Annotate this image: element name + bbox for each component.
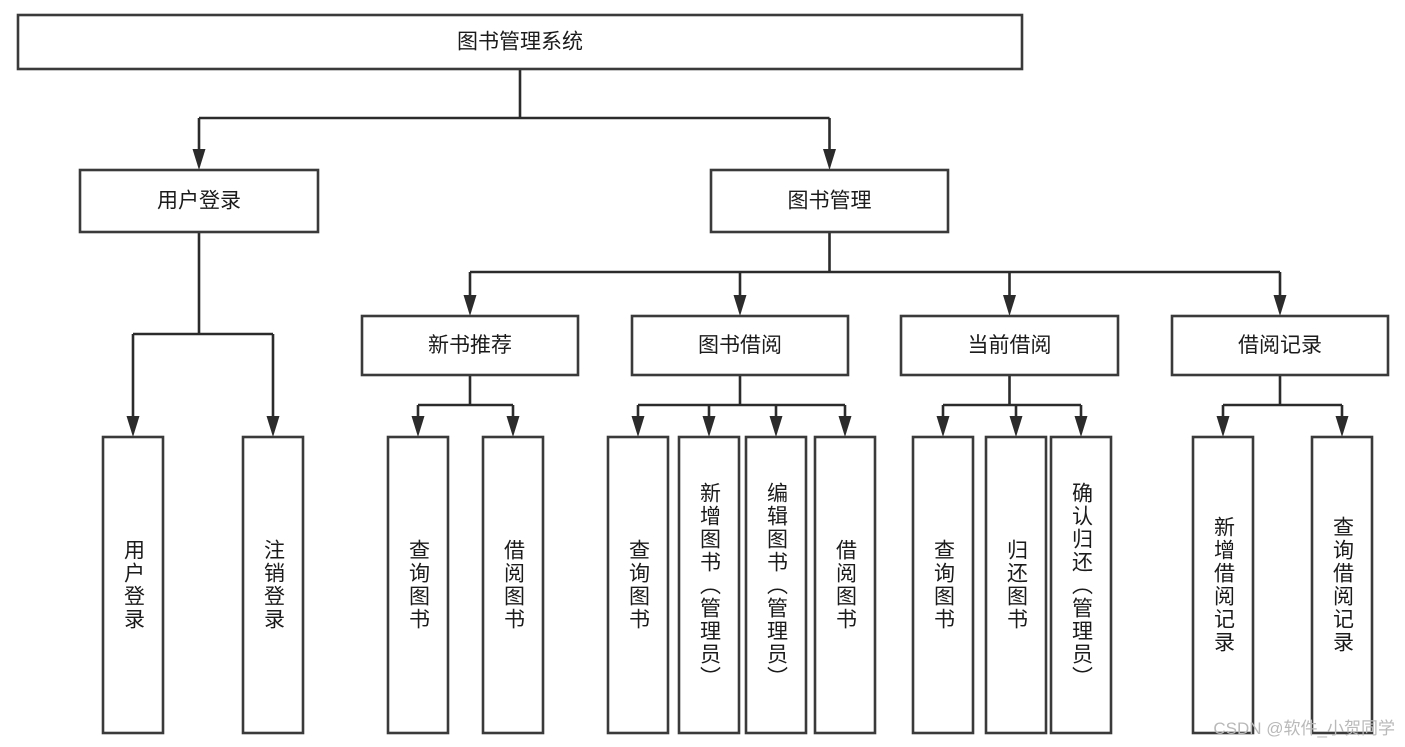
node-text-leaf-add-borrow-record: 新增借阅记录 [1211, 516, 1235, 654]
node-leaf-query-borrow-record[interactable]: 查询借阅记录 [1310, 435, 1374, 735]
connector-arrowhead [1216, 416, 1230, 437]
connector-arrowhead [1074, 416, 1088, 437]
node-leaf-user-logout[interactable]: 注销登录 [241, 435, 305, 735]
node-label-wrap-leaf-query-book-recommend: 查询图书 [406, 539, 430, 631]
node-box-leaf-add-borrow-record [1191, 435, 1255, 735]
node-text-leaf-query-book-borrow: 查询图书 [626, 539, 650, 631]
node-label-wrap-leaf-borrow-book-recommend: 借阅图书 [501, 539, 525, 631]
connector-arrowhead [1009, 416, 1023, 437]
node-text-leaf-borrow-book-recommend: 借阅图书 [501, 539, 525, 631]
node-layer: 图书管理系统用户登录图书管理新书推荐图书借阅当前借阅借阅记录用户登录注销登录查询… [16, 13, 1390, 735]
node-box-leaf-edit-book-admin [744, 435, 808, 735]
node-box-leaf-query-borrow-record [1310, 435, 1374, 735]
node-text-user-login: 用户登录 [157, 190, 241, 213]
node-box-leaf-query-book-recommend [386, 435, 450, 735]
connector-arrowhead [1003, 295, 1016, 316]
node-box-new-book-recommend [360, 314, 580, 377]
node-box-leaf-user-login [101, 435, 165, 735]
node-leaf-edit-book-admin[interactable]: 编辑图书（管理员） [744, 435, 808, 735]
node-box-current-borrow [899, 314, 1120, 377]
node-box-leaf-query-book-borrow [606, 435, 670, 735]
node-box-leaf-user-logout [241, 435, 305, 735]
node-user-login[interactable]: 用户登录 [78, 168, 320, 234]
node-text-leaf-borrow-book: 借阅图书 [833, 539, 857, 631]
connector-arrowhead [126, 416, 140, 437]
node-box-book-manage [709, 168, 950, 234]
node-book-borrow[interactable]: 图书借阅 [630, 314, 850, 377]
node-label-wrap-leaf-borrow-book: 借阅图书 [833, 539, 857, 631]
node-text-new-book-recommend: 新书推荐 [428, 334, 512, 357]
node-new-book-recommend[interactable]: 新书推荐 [360, 314, 580, 377]
node-label-wrap-leaf-query-book-borrow: 查询图书 [626, 539, 650, 631]
node-text-leaf-return-book: 归还图书 [1004, 539, 1028, 631]
node-label-wrap-leaf-add-borrow-record: 新增借阅记录 [1211, 516, 1235, 654]
node-box-leaf-borrow-book [813, 435, 877, 735]
node-box-leaf-confirm-return-admin [1049, 435, 1113, 735]
node-leaf-query-book-current[interactable]: 查询图书 [911, 435, 975, 735]
connector-arrowhead [192, 149, 206, 170]
node-text-leaf-query-book-recommend: 查询图书 [406, 539, 430, 631]
node-label-wrap-leaf-query-borrow-record: 查询借阅记录 [1330, 516, 1354, 654]
node-book-manage[interactable]: 图书管理 [709, 168, 950, 234]
connector-layer [126, 69, 1349, 437]
node-text-current-borrow: 当前借阅 [968, 334, 1052, 357]
node-box-leaf-return-book [984, 435, 1048, 735]
connector-arrowhead [266, 416, 280, 437]
connector-arrowhead [702, 416, 716, 437]
node-box-leaf-add-book-admin [677, 435, 741, 735]
node-box-leaf-borrow-book-recommend [481, 435, 545, 735]
node-text-book-borrow: 图书借阅 [698, 334, 782, 357]
connector-arrowhead [631, 416, 645, 437]
node-leaf-borrow-book[interactable]: 借阅图书 [813, 435, 877, 735]
node-text-book-manage: 图书管理 [788, 190, 872, 213]
connector-arrowhead [411, 416, 425, 437]
node-box-root [16, 13, 1024, 71]
node-leaf-return-book[interactable]: 归还图书 [984, 435, 1048, 735]
connector-arrowhead [506, 416, 520, 437]
node-leaf-query-book-borrow[interactable]: 查询图书 [606, 435, 670, 735]
node-root[interactable]: 图书管理系统 [16, 13, 1024, 71]
node-box-book-borrow [630, 314, 850, 377]
node-label-wrap-leaf-query-book-current: 查询图书 [931, 539, 955, 631]
node-label-wrap-leaf-edit-book-admin: 编辑图书（管理员） [764, 481, 788, 689]
connector-arrowhead [769, 416, 783, 437]
node-text-leaf-user-logout: 注销登录 [261, 539, 285, 631]
node-leaf-add-book-admin[interactable]: 新增图书（管理员） [677, 435, 741, 735]
node-text-leaf-confirm-return-admin: 确认归还（管理员） [1069, 481, 1093, 689]
node-leaf-confirm-return-admin[interactable]: 确认归还（管理员） [1049, 435, 1113, 735]
node-leaf-add-borrow-record[interactable]: 新增借阅记录 [1191, 435, 1255, 735]
connector-arrowhead [463, 295, 477, 316]
node-text-leaf-query-book-current: 查询图书 [931, 539, 955, 631]
node-label-wrap-leaf-user-logout: 注销登录 [261, 539, 285, 631]
node-text-leaf-add-book-admin: 新增图书（管理员） [697, 481, 721, 689]
connector-arrowhead [823, 149, 836, 170]
node-text-leaf-query-borrow-record: 查询借阅记录 [1330, 516, 1354, 654]
node-leaf-borrow-book-recommend[interactable]: 借阅图书 [481, 435, 545, 735]
node-label-wrap-leaf-user-login: 用户登录 [121, 539, 145, 631]
connector-arrowhead [733, 295, 747, 316]
node-label-wrap-leaf-add-book-admin: 新增图书（管理员） [697, 481, 721, 689]
node-text-borrow-record: 借阅记录 [1238, 334, 1322, 357]
node-current-borrow[interactable]: 当前借阅 [899, 314, 1120, 377]
node-box-user-login [78, 168, 320, 234]
node-box-borrow-record [1170, 314, 1390, 377]
node-leaf-user-login[interactable]: 用户登录 [101, 435, 165, 735]
node-text-root: 图书管理系统 [457, 31, 583, 54]
node-box-leaf-query-book-current [911, 435, 975, 735]
node-leaf-query-book-recommend[interactable]: 查询图书 [386, 435, 450, 735]
connector-arrowhead [1335, 416, 1349, 437]
node-borrow-record[interactable]: 借阅记录 [1170, 314, 1390, 377]
connector-arrowhead [1273, 295, 1287, 316]
connector-arrowhead [936, 416, 950, 437]
connector-arrowhead [838, 416, 852, 437]
node-label-wrap-leaf-return-book: 归还图书 [1004, 539, 1028, 631]
node-text-leaf-user-login: 用户登录 [121, 539, 145, 631]
node-label-wrap-leaf-confirm-return-admin: 确认归还（管理员） [1069, 481, 1093, 689]
node-text-leaf-edit-book-admin: 编辑图书（管理员） [764, 481, 788, 689]
